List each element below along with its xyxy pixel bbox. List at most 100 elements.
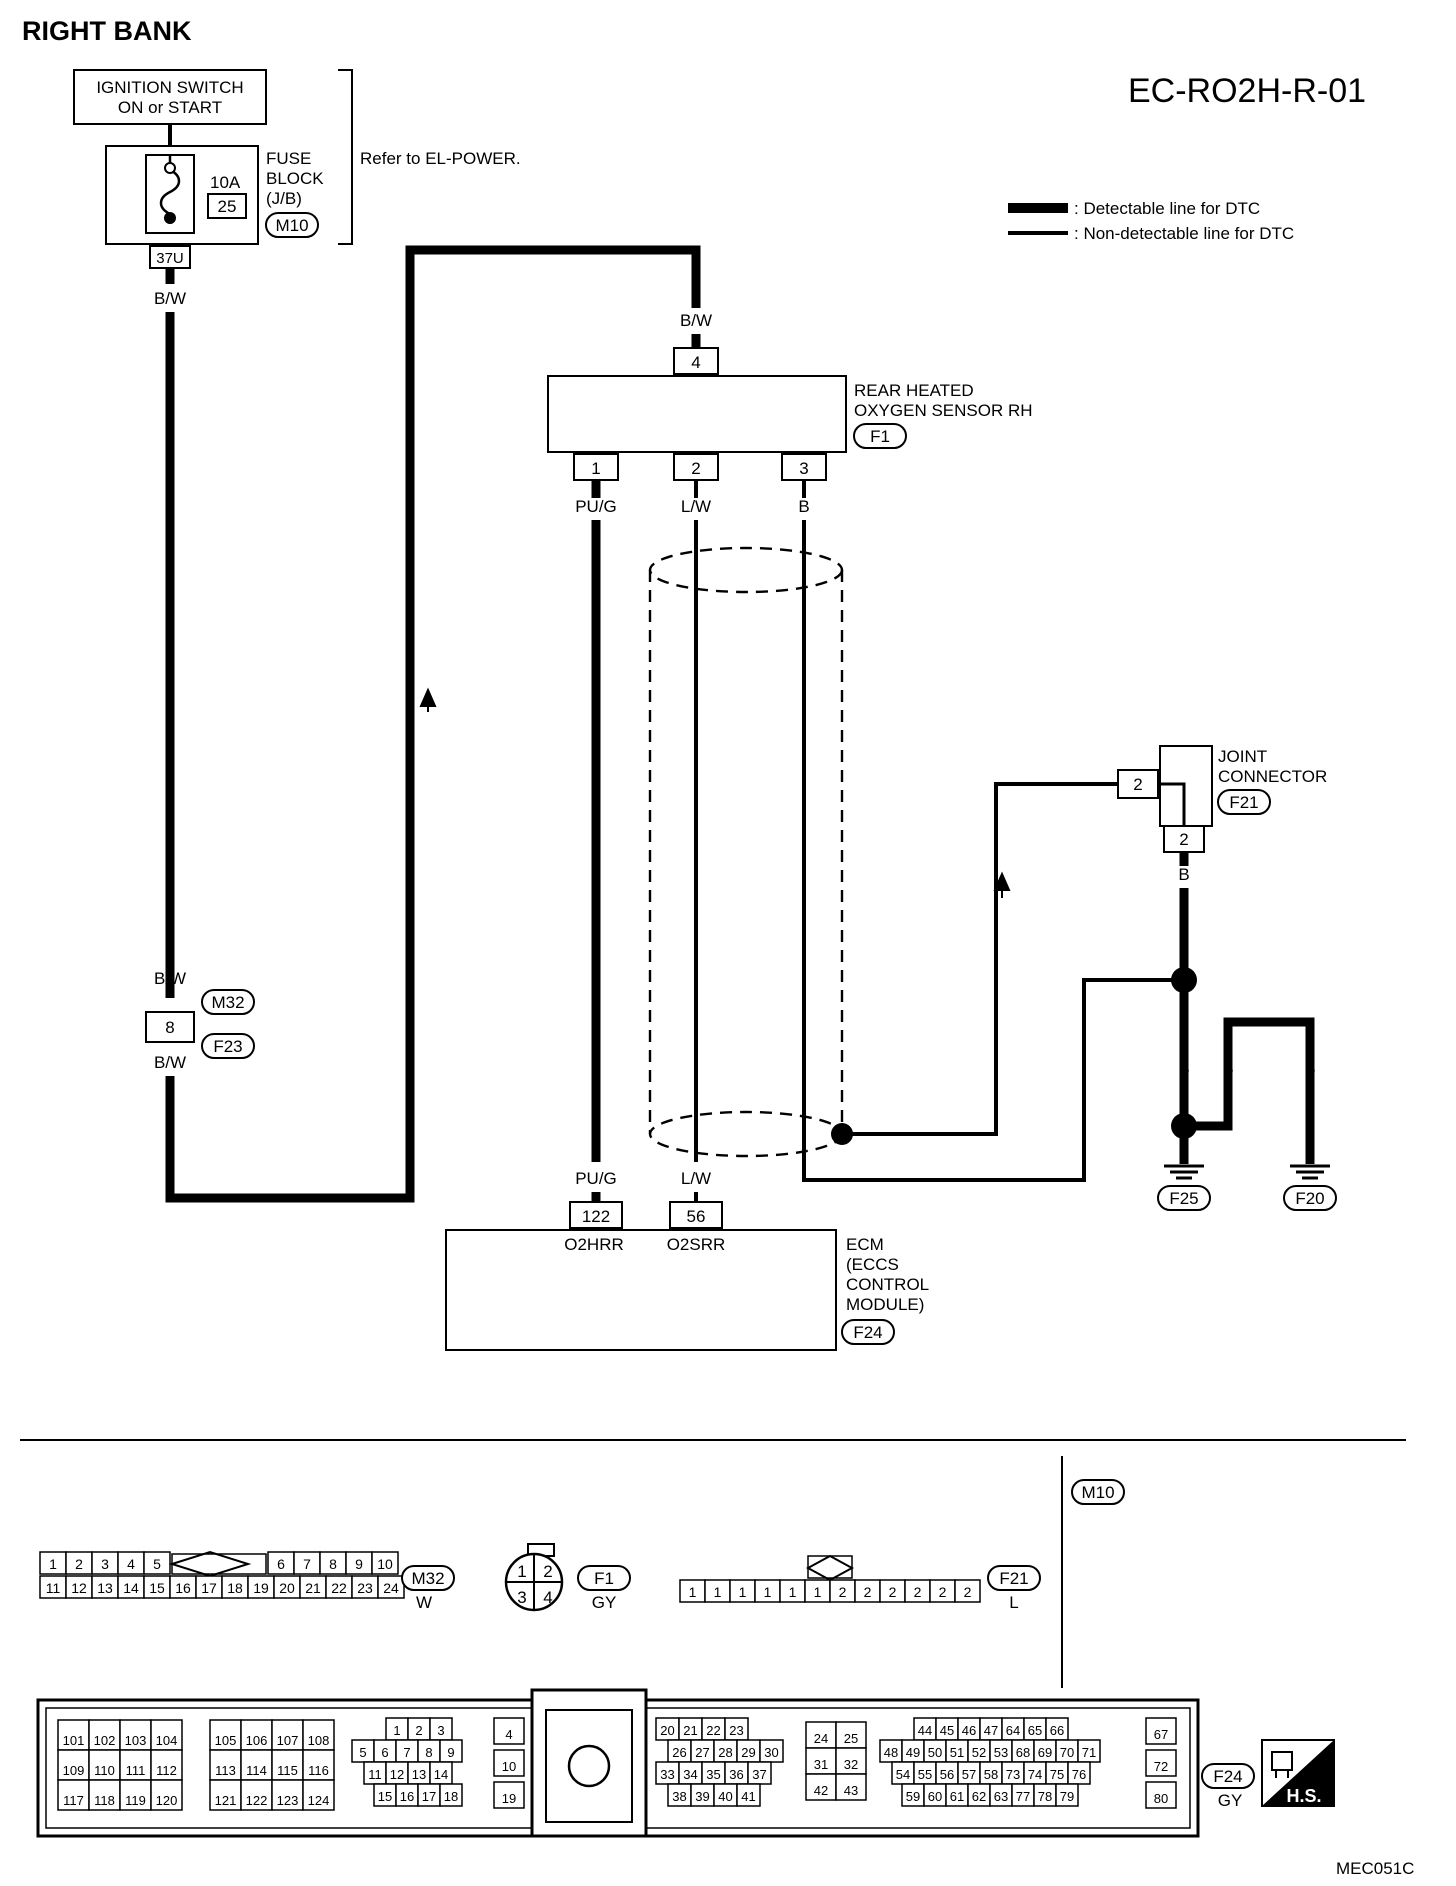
inline-connector-lower-oval: [201, 1033, 255, 1059]
f1-view-oval: [577, 1565, 631, 1591]
fuse-block-connector: M10: [275, 216, 308, 235]
page-title: RIGHT BANK: [22, 16, 192, 46]
f24-pin-cell: [805, 1747, 837, 1775]
m32-pin: 6: [277, 1556, 285, 1572]
f21-pin: 2: [889, 1584, 897, 1600]
f24-pin: 9: [447, 1745, 454, 1760]
f21-latch-box: [807, 1555, 853, 1579]
refer-note: Refer to EL-POWER.: [360, 149, 521, 168]
m32-pin: 15: [149, 1580, 165, 1596]
f24-pin: 56: [940, 1767, 954, 1782]
f24-pin-cell: [119, 1779, 152, 1811]
ignition-switch-box: [73, 69, 267, 125]
f24-pin: 42: [814, 1783, 828, 1798]
ecm-label-4: MODULE): [846, 1295, 924, 1314]
f24-center-hole: [567, 1744, 611, 1788]
joint-internal-link: [1158, 782, 1186, 826]
f24-pin: 75: [1050, 1767, 1064, 1782]
f24-pin: 12: [390, 1767, 404, 1782]
f24-pin: 69: [1038, 1745, 1052, 1760]
f24-pin-cell: [1055, 1783, 1079, 1807]
f24-pin: 77: [1016, 1789, 1030, 1804]
m32-view-oval: [401, 1565, 455, 1591]
f24-pin: 28: [718, 1745, 732, 1760]
f24-pin: 76: [1072, 1767, 1086, 1782]
ground-symbol-icon-2: [1290, 1164, 1330, 1180]
f24-pin: 120: [156, 1793, 178, 1808]
ecm-pin-122-label: O2HRR: [564, 1235, 624, 1254]
sensor-pin-2-box: [673, 453, 719, 481]
fuse-block-connector-oval: [265, 212, 319, 238]
sensor-pin-3: 3: [799, 459, 808, 478]
f24-pin: 59: [906, 1789, 920, 1804]
f24-pin: 103: [125, 1733, 147, 1748]
footer-code: MEC051C: [1336, 1859, 1414, 1878]
f24-pin: 24: [814, 1731, 828, 1746]
m32-pin: 10: [377, 1556, 393, 1572]
f24-pin: 26: [672, 1745, 686, 1760]
f24-pin-cell: [439, 1783, 463, 1807]
m32-pin: 3: [101, 1556, 109, 1572]
f24-pin: 38: [672, 1789, 686, 1804]
f24-pin-cell: [150, 1779, 183, 1811]
wire-color-lw-bottom: L/W: [681, 1169, 711, 1188]
f24-pin: 27: [695, 1745, 709, 1760]
f24-pin: 61: [950, 1789, 964, 1804]
m32-pin: 11: [46, 1580, 61, 1596]
f24-pin: 16: [400, 1789, 414, 1804]
fuse-amperage: 10A: [210, 173, 241, 192]
inline-connector-pin: 8: [165, 1018, 174, 1037]
f24-pin-cell: [736, 1783, 761, 1807]
f24-pin: 114: [246, 1763, 267, 1778]
sensor-pin-1: 1: [591, 459, 600, 478]
f24-pin: 6: [381, 1745, 388, 1760]
f24-pin: 112: [156, 1763, 177, 1778]
f24-pin: 32: [844, 1757, 858, 1772]
f24-pin: 19: [502, 1791, 516, 1806]
f24-pin-cell: [209, 1779, 242, 1811]
legend-non-detectable: : Non-detectable line for DTC: [1074, 224, 1294, 243]
f21-view-color: L: [1009, 1593, 1018, 1612]
f24-pin: 122: [246, 1793, 268, 1808]
f24-pin: 15: [378, 1789, 392, 1804]
f24-pin: 71: [1082, 1745, 1096, 1760]
f24-pin-cell: [88, 1779, 121, 1811]
f24-pin: 37: [752, 1767, 766, 1782]
joint-connector-box: [1159, 745, 1213, 827]
wire-color-b-ground-2: B: [1222, 1059, 1233, 1078]
f24-pin: 72: [1154, 1759, 1168, 1774]
f24-pin: 66: [1050, 1723, 1064, 1738]
f24-pin: 47: [984, 1723, 998, 1738]
f24-pin: 124: [308, 1793, 330, 1808]
f24-pin-cell: [209, 1749, 242, 1781]
m32-latch-box: [171, 1553, 267, 1575]
m32-pin: 24: [383, 1580, 399, 1596]
sensor-box: [547, 375, 847, 453]
m32-pin: 16: [175, 1580, 191, 1596]
ground-f25-oval: [1157, 1185, 1211, 1211]
legend-detectable: : Detectable line for DTC: [1074, 199, 1260, 218]
f24-pin: 80: [1154, 1791, 1168, 1806]
ground-f20: F20: [1295, 1189, 1324, 1208]
f24-pin: 117: [63, 1793, 84, 1808]
hs-connector-icon: [1271, 1751, 1293, 1778]
fuse-bottom-terminal: [164, 212, 176, 224]
sensor-pin-3-box: [781, 453, 827, 481]
f24-pin: 118: [94, 1793, 115, 1808]
f24-pin-cell: [88, 1749, 121, 1781]
ground-f25: F25: [1169, 1189, 1198, 1208]
f24-pin: 4: [505, 1727, 512, 1742]
m32-pin-cell: [371, 1551, 399, 1575]
f24-pin: 109: [63, 1763, 85, 1778]
fuse-pin-label: 37U: [156, 250, 184, 267]
f24-pin: 121: [215, 1793, 237, 1808]
current-arrow-icon-2: [993, 871, 1011, 898]
f24-pin: 116: [308, 1763, 329, 1778]
f24-pin: 36: [729, 1767, 743, 1782]
f24-pin: 1: [393, 1723, 400, 1738]
f24-pin: 106: [246, 1733, 268, 1748]
f21-pin: 1: [764, 1584, 772, 1600]
f24-view-color: GY: [1218, 1791, 1243, 1810]
f21-latch-icon: [805, 1554, 855, 1582]
f21-pin: 2: [839, 1584, 847, 1600]
